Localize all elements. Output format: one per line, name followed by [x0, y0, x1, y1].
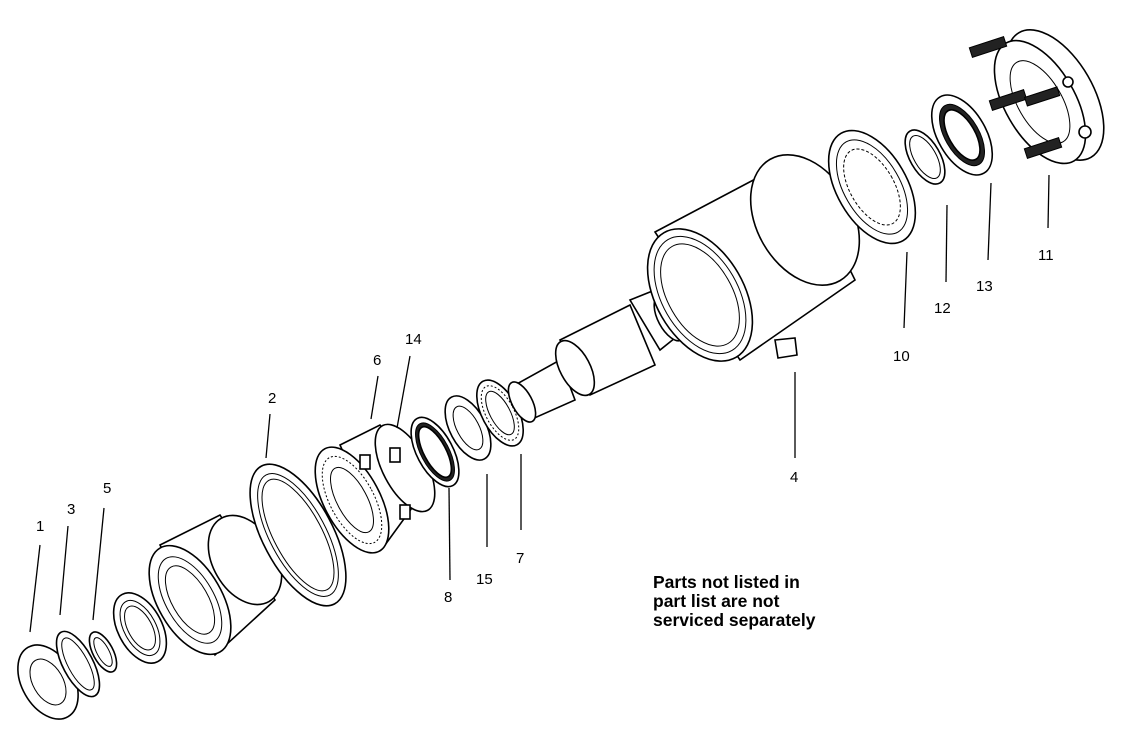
callout-7: 7	[516, 550, 524, 567]
service-note: Parts not listed in part list are not se…	[653, 573, 873, 630]
callout-15: 15	[476, 571, 493, 588]
callout-6: 6	[373, 352, 381, 369]
part-10-bearing	[827, 129, 917, 245]
leader-lines	[29, 174, 1050, 633]
callout-3: 3	[67, 501, 75, 518]
part-2-ring	[249, 463, 347, 607]
callout-14: 14	[405, 331, 422, 348]
callout-1: 1	[36, 518, 44, 535]
callout-2: 2	[268, 390, 276, 407]
part-8-ring	[410, 416, 460, 488]
callout-12: 12	[934, 300, 951, 317]
callout-5: 5	[103, 480, 111, 497]
part-12-snap-ring	[904, 129, 946, 185]
callout-10: 10	[893, 348, 910, 365]
callout-8: 8	[444, 589, 452, 606]
callout-11: 11	[1038, 247, 1054, 264]
bearing-ring	[112, 592, 168, 664]
callout-4: 4	[790, 469, 798, 486]
part-5-ring	[88, 631, 118, 673]
part-4-housing	[646, 154, 861, 362]
service-note-line-1: Parts not listed in	[653, 572, 800, 592]
service-note-line-3: serviced separately	[653, 610, 816, 630]
part-13-seal	[930, 94, 994, 176]
service-note-line-2: part list are not	[653, 591, 780, 611]
part-3-snap-ring	[55, 630, 101, 698]
callout-13: 13	[976, 278, 993, 295]
part-11-flange	[968, 29, 1105, 165]
part-6-cage-assembly	[314, 423, 436, 554]
